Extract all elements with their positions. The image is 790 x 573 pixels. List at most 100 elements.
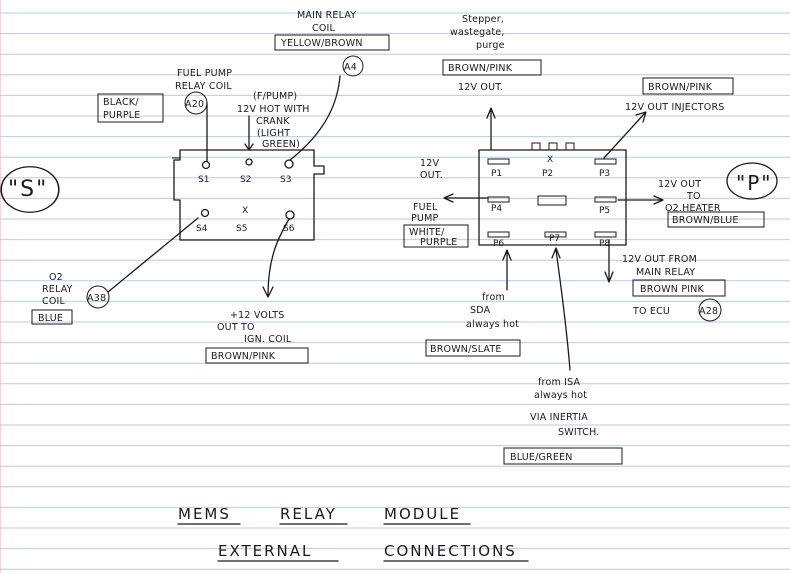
o2-relay-coil-label-3: COIL: [42, 296, 66, 307]
crank-note-3: (LIGHT: [257, 128, 290, 139]
stepper-wire: BROWN/PINK: [448, 63, 513, 74]
crank-note-4: GREEN): [262, 139, 300, 150]
s1-label: S1: [198, 175, 209, 185]
ign-coil-out-label: +12 VOLTS: [230, 310, 285, 321]
stepper-note-2: wastegate,: [450, 27, 505, 38]
p-pin-slots: [487, 158, 617, 238]
from-isa-label-3: VIA INERTIA: [530, 412, 588, 423]
p-connector: [478, 142, 627, 246]
fpump-note: (F/PUMP): [253, 91, 297, 102]
crank-note: 12V HOT WITH: [237, 104, 310, 115]
crank-note-2: CRANK: [256, 116, 290, 127]
s6-label: S6: [283, 224, 295, 234]
p-label-circle: [726, 162, 778, 200]
main-relay-out-arrow: [604, 239, 614, 283]
p5-label: P5: [599, 206, 610, 216]
fuel-pump-arrow: [443, 193, 489, 203]
twelve-v-out-label: 12V: [420, 158, 439, 169]
crank-arrow: [244, 115, 254, 151]
from-sda-wire: BROWN/SLATE: [430, 344, 502, 355]
to-ecu-label: TO ECU: [632, 306, 670, 317]
o2-heater-out: 12V OUT: [658, 179, 701, 190]
p5-slot: [594, 196, 617, 203]
stepper-arrow: [486, 107, 496, 151]
injectors-wire: BROWN/PINK: [648, 82, 713, 93]
s6-pin: [285, 210, 295, 220]
stepper-note: Stepper,: [462, 14, 504, 25]
s3-label: S3: [280, 175, 291, 185]
p8-label: P8: [599, 239, 610, 249]
ign-coil-wire-box: [205, 347, 309, 364]
fuel-pump-relay-coil-label: FUEL PUMP: [177, 68, 232, 79]
title-mems: MEMS: [178, 505, 231, 523]
s5-label: S5: [236, 224, 247, 234]
black-purple-label: BLACK/: [103, 97, 139, 108]
o2-heater-out-3: O2.HEATER: [665, 203, 721, 214]
title-external: EXTERNAL: [218, 542, 312, 560]
s-label-circle: [0, 166, 60, 213]
injectors-wire-box: [642, 77, 734, 95]
s-connector: [172, 149, 325, 241]
twelve-v-out-label-2: OUT.: [420, 170, 443, 181]
from-sda-label-2: SDA: [470, 305, 491, 316]
from-isa-label-2: always hot: [534, 390, 587, 401]
p6-label: P6: [493, 239, 504, 249]
o2-heater-wire-box: [667, 211, 765, 228]
main-relay-coil-label: MAIN RELAY: [297, 10, 356, 21]
injectors-out: 12V OUT INJECTORS: [625, 102, 725, 113]
p-centre-key: [537, 195, 567, 206]
p-latch-2: [548, 142, 558, 150]
p-connector-body: [478, 149, 627, 246]
s-connector-label: "S": [8, 177, 48, 202]
main-relay-out-label: 12V OUT FROM: [622, 254, 697, 265]
o2-relay-coil-wire: BLUE: [38, 313, 63, 324]
p3-label: P3: [599, 169, 610, 179]
main-relay-coil-wire-line: [289, 75, 341, 161]
o2-relay-coil-line: [107, 217, 199, 293]
p4-label: P4: [491, 204, 502, 214]
main-relay-out-label-2: MAIN RELAY: [636, 267, 695, 278]
a28-pin-label: A28: [699, 306, 718, 317]
from-isa-wire-box: [503, 447, 623, 465]
fuel-pump-wire: WHITE/: [409, 227, 445, 238]
fuel-pump-label-2: PUMP: [411, 213, 438, 224]
ign-coil-wire: BROWN/PINK: [211, 351, 276, 362]
p-connector-label: "P": [736, 171, 772, 195]
main-relay-wire-box: [632, 279, 726, 297]
ign-coil-line: [262, 218, 290, 298]
black-purple-box: [97, 93, 164, 123]
p8-slot: [594, 231, 617, 238]
a28-pin-circle: [698, 298, 722, 322]
stepper-out: 12V OUT.: [458, 82, 503, 93]
from-sda-label: from: [482, 292, 505, 303]
s4-pin: [200, 208, 210, 218]
p2-label: P2: [542, 169, 553, 179]
from-sda-wire-box: [425, 339, 521, 357]
s2-label: S2: [240, 175, 251, 185]
o2-heater-out-2: TO: [686, 191, 701, 202]
a20-pin-label: A20: [185, 99, 204, 110]
title-connections: CONNECTIONS: [384, 542, 517, 560]
main-relay-coil-label-2: COIL: [312, 23, 336, 34]
stepper-note-3: purge: [476, 40, 505, 51]
from-isa-label: from ISA: [538, 377, 581, 388]
title-relay: RELAY: [280, 505, 337, 523]
ign-coil-out-label-3: IGN. COIL: [244, 334, 292, 345]
fuel-pump-wire-2: PURPLE: [420, 237, 458, 248]
from-isa-wire: BLUE/GREEN: [510, 452, 573, 463]
from-isa-label-4: SWITCH.: [558, 427, 600, 438]
p-latch-3: [565, 142, 575, 150]
s-connector-body: [173, 149, 325, 241]
fuel-pump-wire-box: [403, 224, 469, 248]
fuel-pump-label: FUEL: [413, 202, 438, 213]
o2-heater-arrow: [617, 195, 664, 205]
main-relay-wire: BROWN PINK: [640, 284, 705, 295]
p4-slot: [487, 196, 510, 203]
stepper-wire-box: [442, 59, 542, 76]
from-sda-arrow: [502, 249, 512, 291]
p-latch-1: [531, 142, 541, 150]
p3-slot: [594, 158, 617, 165]
a4-pin-circle: [342, 55, 364, 77]
black-purple-label-2: PURPLE: [103, 110, 141, 121]
